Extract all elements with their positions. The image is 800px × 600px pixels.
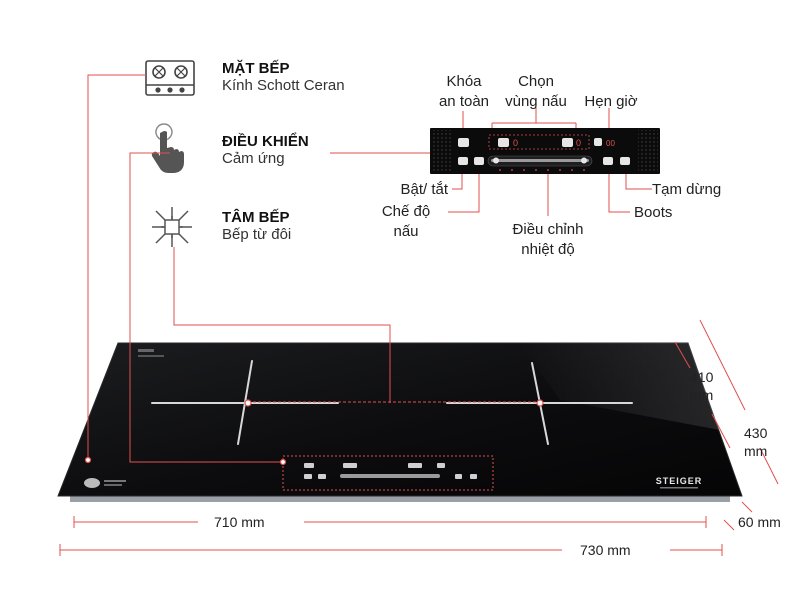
callout-mode: Chế độ nấu	[370, 202, 442, 242]
callout-temperature: Điều chỉnh nhiệt độ	[498, 220, 598, 260]
leader-lines	[87, 74, 652, 463]
callout-line: an toàn	[438, 93, 490, 110]
callout-line: Điều chỉnh	[512, 221, 584, 238]
feature-title: TÂM BẾP	[222, 209, 290, 226]
callout-timer: Hẹn giờ	[584, 93, 638, 110]
callout-pause: Tạm dừng	[652, 181, 722, 198]
burner-center-icon	[152, 207, 192, 247]
cooktop-control-strip	[282, 455, 494, 491]
svg-text:00: 00	[606, 139, 615, 148]
gas-burner-panel-icon	[145, 60, 195, 96]
glass-reflection	[520, 343, 720, 430]
callout-safety-lock: Khóa an toàn	[434, 72, 494, 112]
control-panel-detail: 0 0 00	[430, 128, 660, 174]
cooktop: STEIGER	[57, 342, 743, 502]
dimension-unit: mm	[744, 443, 768, 459]
dimension-lines	[59, 319, 779, 556]
dimension-value: 410	[690, 369, 714, 385]
dimension-depth-outer: 430 mm	[744, 424, 767, 460]
dimension-depth-inner: 410 mm	[690, 368, 713, 404]
callout-power: Bật/ tắt	[400, 181, 448, 198]
feature-burner: TÂM BẾP Bếp từ đôi	[222, 209, 291, 243]
brand-badge	[84, 478, 100, 488]
callout-line: Chế độ	[381, 203, 431, 220]
callout-boost: Boots	[634, 204, 673, 221]
callout-line: nhiệt độ	[521, 241, 575, 258]
touch-hand-icon	[151, 123, 184, 173]
svg-text:0: 0	[576, 138, 581, 148]
brand-logo: STEIGER	[656, 476, 703, 486]
dimension-value: 430	[744, 425, 768, 441]
callout-select-zone: Chọn vùng nấu	[496, 72, 576, 112]
callout-line: nấu	[393, 223, 419, 240]
cooktop-edge	[70, 496, 730, 502]
feature-title: ĐIỀU KHIỂN	[222, 133, 309, 150]
dimension-thickness: 60 mm	[738, 514, 781, 530]
feature-title: MẶT BẾP	[222, 60, 290, 77]
feature-subtitle: Cảm ứng	[222, 150, 285, 167]
svg-text:0: 0	[513, 138, 518, 148]
dimension-unit: mm	[690, 387, 714, 403]
dimension-width-outer: 730 mm	[580, 542, 631, 558]
feature-subtitle: Kính Schott Ceran	[222, 77, 345, 94]
callout-line: Chọn	[518, 73, 554, 90]
feature-glass: MẶT BẾP Kính Schott Ceran	[222, 60, 345, 94]
callout-line: Khóa	[446, 73, 482, 90]
feature-subtitle: Bếp từ đôi	[222, 226, 292, 243]
callout-line: vùng nấu	[505, 93, 567, 110]
leader-endpoints	[84, 399, 544, 466]
dimension-width-inner: 710 mm	[214, 514, 265, 530]
feature-control: ĐIỀU KHIỂN Cảm ứng	[222, 133, 309, 167]
